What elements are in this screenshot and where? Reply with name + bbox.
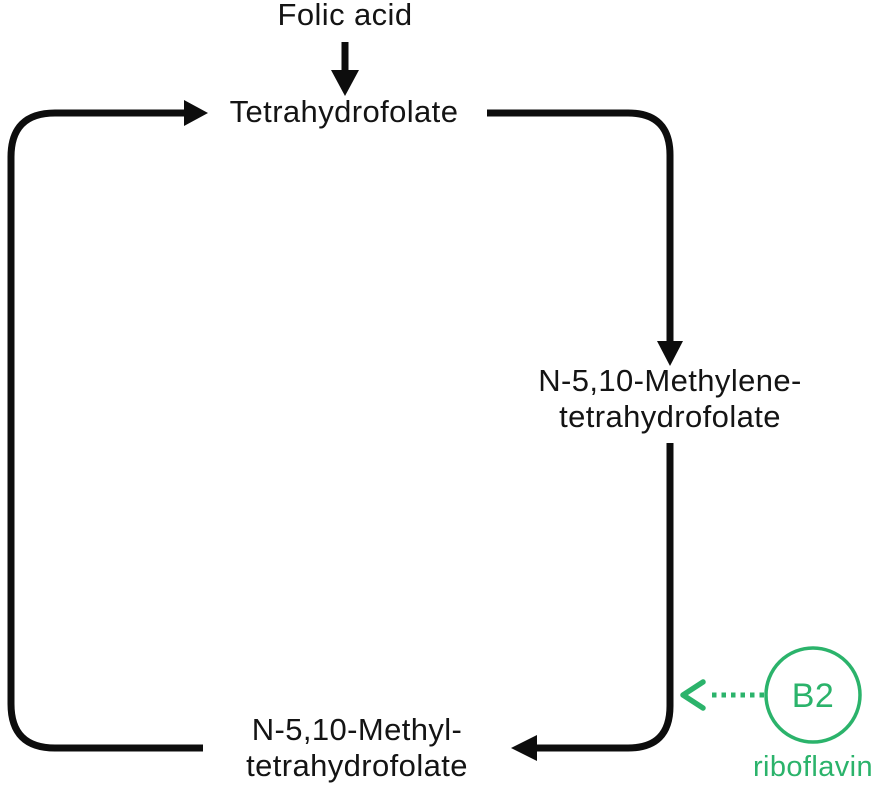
node-label-line1: N-5,10-Methylene- — [538, 363, 802, 398]
node-label-line1: N-5,10-Methyl- — [251, 712, 463, 747]
folic-acid-to-tetrahydrofolate-arrow — [331, 42, 359, 96]
arrow-shaft — [487, 109, 674, 342]
node-label-b2: B2 — [791, 677, 835, 715]
node-label-methyl-tetrahydrofolate: N-5,10-Methyl- tetrahydrofolate — [197, 712, 517, 784]
node-label-methylene-tetrahydrofolate: N-5,10-Methylene- tetrahydrofolate — [510, 363, 830, 435]
cycle-return-arrow — [7, 100, 208, 752]
arrow-left-icon — [511, 735, 537, 761]
chevron-left-icon — [680, 679, 706, 711]
node-label-line2: tetrahydrofolate — [246, 748, 468, 783]
tetrahydrofolate-to-methylene-arrow — [487, 109, 683, 366]
arrow-shaft — [7, 109, 203, 752]
arrow-down-icon — [657, 341, 683, 366]
arrow-right-icon — [184, 100, 208, 126]
b2-dotted-arrow — [680, 679, 764, 711]
b2-circle — [764, 646, 862, 744]
node-label-line2: tetrahydrofolate — [559, 399, 781, 434]
arrow-down-icon — [331, 70, 359, 96]
node-label-folic-acid: Folic acid — [277, 0, 413, 32]
methylene-to-methyl-arrow — [511, 443, 674, 761]
node-label-tetrahydrofolate: Tetrahydrofolate — [229, 94, 459, 129]
arrow-shaft — [537, 443, 674, 752]
node-label-riboflavin: riboflavin — [752, 751, 874, 783]
